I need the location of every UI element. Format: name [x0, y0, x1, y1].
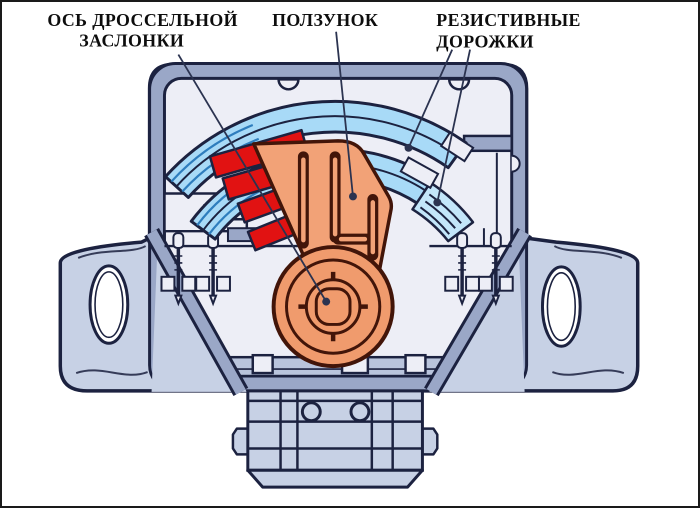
- track-termination-nest: [411, 181, 475, 243]
- leader-axis: [177, 54, 327, 303]
- track-step-notch-inner: [399, 156, 440, 190]
- connector-tab-left: [231, 427, 250, 456]
- callout-tracks-line1: РЕЗИСТИВНЫЕ: [436, 10, 581, 30]
- leader-slider: [335, 31, 354, 197]
- connector-tab-right: [421, 427, 439, 456]
- terminal-pins: [160, 232, 514, 307]
- connector-hole: [349, 401, 371, 423]
- callout-leader-lines: [177, 31, 471, 306]
- ear-contours: [75, 245, 625, 376]
- callout-labels: ОСЬ ДРОССЕЛЬНОЙ ЗАСЛОНКИ ПОЛЗУНОК РЕЗИСТ…: [47, 9, 581, 52]
- callout-tracks-line2: ДОРОЖКИ: [436, 32, 534, 52]
- throttle-axis-hub: [271, 245, 395, 369]
- leader-tracks-2: [436, 49, 471, 203]
- terminal-pin: [444, 232, 480, 307]
- top-notch-left: [277, 78, 300, 91]
- connector-base: [246, 468, 424, 489]
- mounting-slot-left: [88, 264, 130, 345]
- connector-body: [246, 389, 424, 472]
- callout-axis-line1: ОСЬ ДРОССЕЛЬНОЙ: [47, 9, 238, 30]
- terminal-pin: [477, 232, 514, 307]
- hub-middle-ring: [285, 258, 382, 355]
- wiper-contact-slots: [297, 151, 379, 261]
- wall-bump-right: [511, 154, 521, 173]
- top-notch-right: [447, 78, 471, 91]
- terminal-pin: [160, 232, 197, 307]
- connector-hole: [300, 401, 322, 423]
- connector-block: [231, 389, 439, 489]
- hub-ring-tabs: [298, 271, 368, 342]
- callout-axis-line2: ЗАСЛОНКИ: [79, 31, 184, 51]
- track-step-notch-outer: [439, 131, 475, 163]
- leader-tracks-1: [407, 49, 454, 149]
- mounting-slot-right: [540, 265, 582, 348]
- callout-slider-line1: ПОЛЗУНОК: [272, 10, 378, 30]
